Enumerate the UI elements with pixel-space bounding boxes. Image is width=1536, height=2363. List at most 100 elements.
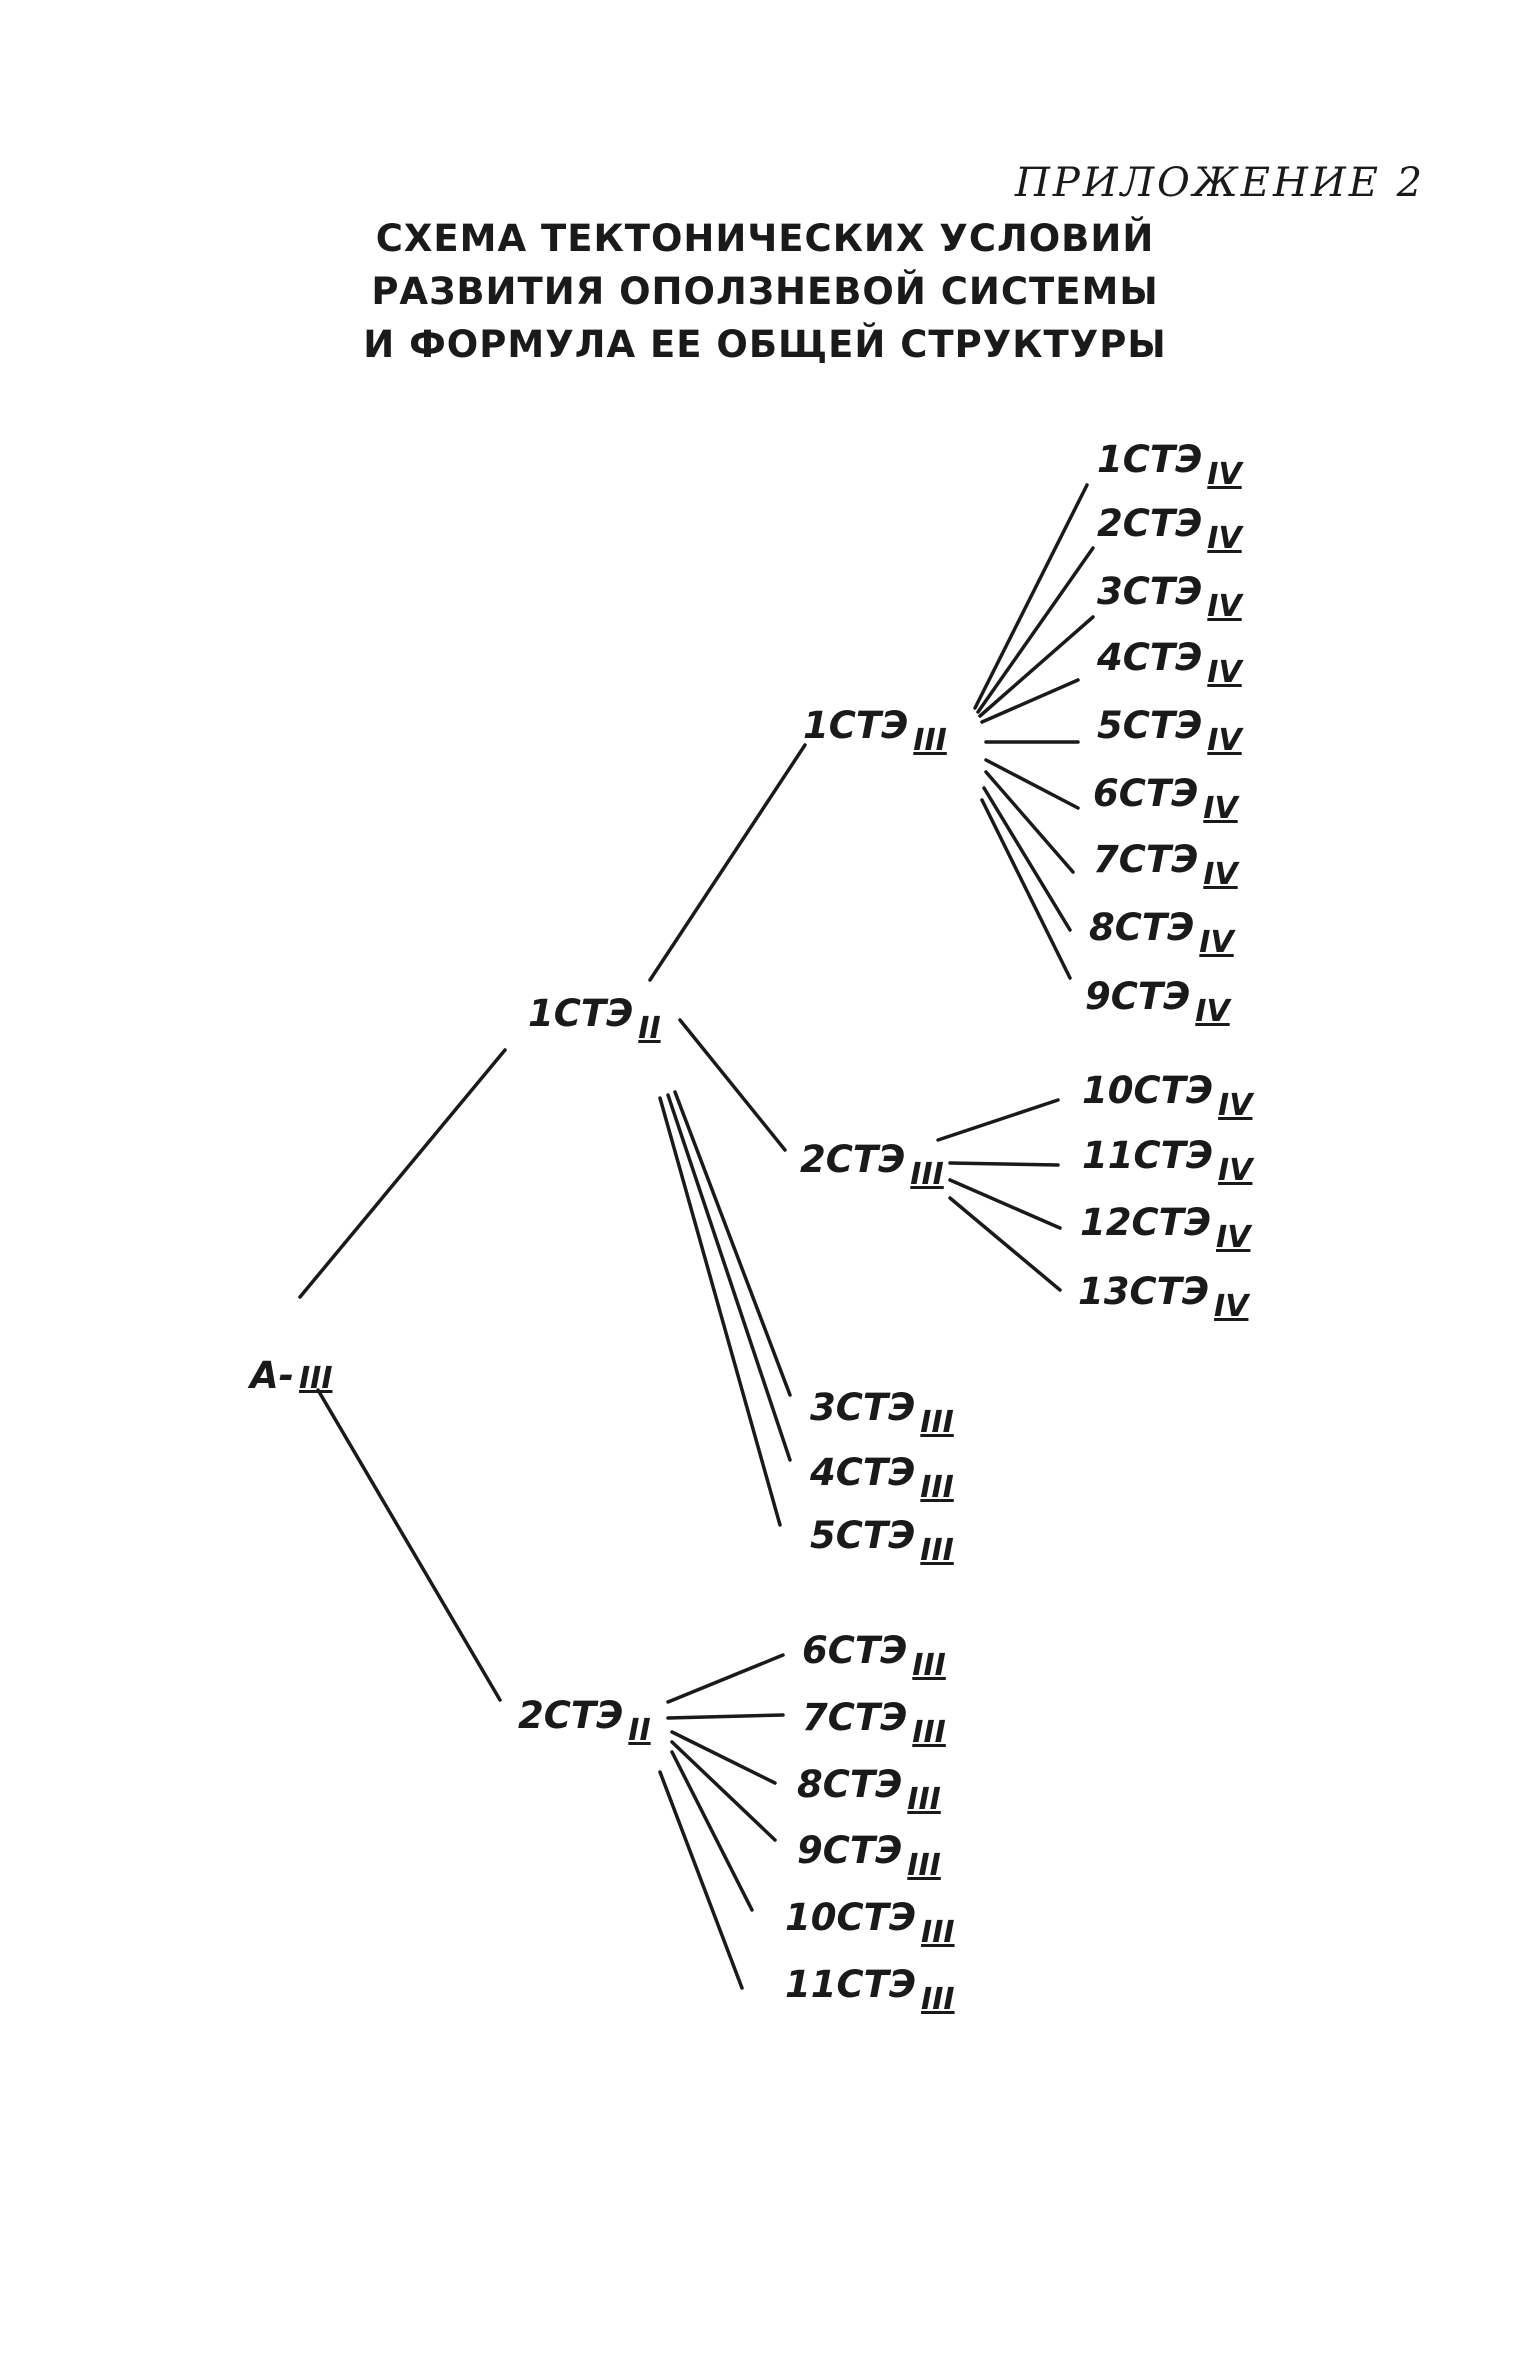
node-l2-1-subscript: II xyxy=(638,1011,660,1046)
title-line-2: РАЗВИТИЯ ОПОЛЗНЕВОЙ СИСТЕМЫ xyxy=(371,270,1159,313)
edge-root-l2-2 xyxy=(316,1388,502,1702)
node-l4-5-label: 5СТЭ xyxy=(1097,704,1202,747)
node-l4-4-subscript: IV xyxy=(1207,655,1244,690)
edge-l3-1-l4-1 xyxy=(973,483,1089,710)
edge-l2-1-l3-1 xyxy=(648,743,807,982)
edge-l3-1-l4-7 xyxy=(984,770,1075,874)
edge-l2-2-l3-9 xyxy=(670,1740,777,1842)
node-l4-4-label: 4СТЭ xyxy=(1096,636,1202,679)
node-l4-10-label: 10СТЭ xyxy=(1082,1069,1213,1112)
node-l2-2-subscript: II xyxy=(628,1713,650,1748)
node-l4-2-subscript: IV xyxy=(1207,521,1244,556)
edge-l3-2-l4-10 xyxy=(936,1098,1060,1142)
edge-l2-2-l3-8 xyxy=(670,1730,777,1785)
edge-l3-1-l4-3 xyxy=(978,615,1095,718)
node-l4-13-subscript: IV xyxy=(1214,1289,1251,1324)
edge-l3-2-l4-11 xyxy=(948,1161,1060,1167)
node-l4-13-label: 13СТЭ xyxy=(1078,1270,1209,1313)
node-l4-12-label: 12СТЭ xyxy=(1080,1201,1211,1244)
node-l4-1-label: 1СТЭ xyxy=(1097,438,1202,481)
edge-l2-2-l3-11 xyxy=(658,1770,744,1990)
node-root: А-III xyxy=(247,1354,333,1397)
node-l3-6-subscript: III xyxy=(912,1648,946,1683)
node-l3-3-label: 3СТЭ xyxy=(810,1386,915,1429)
edge-l2-2-l3-7 xyxy=(666,1713,785,1720)
node-l3-5-subscript: III xyxy=(920,1533,954,1568)
edge-l3-1-l4-4 xyxy=(980,678,1080,724)
title-line-3: И ФОРМУЛА ЕЕ ОБЩЕЙ СТРУКТУРЫ xyxy=(363,323,1167,366)
node-l3-4-subscript: III xyxy=(920,1470,954,1505)
node-l3-9-subscript: III xyxy=(907,1848,941,1883)
edge-l2-1-l3-3 xyxy=(673,1090,792,1397)
node-root-subscript: III xyxy=(299,1361,333,1396)
node-l3-7-label: 7СТЭ xyxy=(802,1696,907,1739)
node-l3-3-subscript: III xyxy=(920,1405,954,1440)
node-l3-8-label: 8СТЭ xyxy=(797,1763,902,1806)
edge-l2-1-l3-2 xyxy=(678,1018,787,1152)
edge-l2-2-l3-6 xyxy=(666,1653,785,1704)
node-l4-12-subscript: IV xyxy=(1216,1220,1253,1255)
node-l3-9-label: 9СТЭ xyxy=(797,1829,902,1872)
node-l4-3-subscript: IV xyxy=(1207,589,1244,624)
node-l4-5-subscript: IV xyxy=(1207,723,1244,758)
edge-l3-1-l4-2 xyxy=(976,546,1095,714)
node-l4-9-subscript: IV xyxy=(1195,994,1232,1029)
node-root-label: А- xyxy=(247,1354,294,1397)
node-l3-6-label: 6СТЭ xyxy=(802,1629,907,1672)
node-l3-10-label: 10СТЭ xyxy=(785,1896,916,1939)
node-l3-7-subscript: III xyxy=(912,1715,946,1750)
edge-l3-1-l4-6 xyxy=(984,758,1080,810)
tree-edges xyxy=(298,483,1095,1990)
node-l3-1-label: 1СТЭ xyxy=(803,704,908,747)
edge-l3-2-l4-12 xyxy=(948,1178,1062,1230)
node-l3-2-label: 2СТЭ xyxy=(800,1138,905,1181)
node-l2-2-label: 2СТЭ xyxy=(518,1694,623,1737)
edge-l2-1-l3-5 xyxy=(658,1096,782,1527)
node-l4-1-subscript: IV xyxy=(1207,457,1244,492)
node-l3-8-subscript: III xyxy=(907,1782,941,1817)
node-l4-7-label: 7СТЭ xyxy=(1093,838,1198,881)
node-l2-1-label: 1СТЭ xyxy=(528,992,633,1035)
node-l3-11-label: 11СТЭ xyxy=(785,1963,916,2006)
edge-root-l2-1 xyxy=(298,1048,507,1299)
edge-l3-1-l4-9 xyxy=(980,798,1072,980)
node-l4-6-label: 6СТЭ xyxy=(1093,772,1198,815)
node-l3-5-label: 5СТЭ xyxy=(810,1514,915,1557)
node-l4-9-label: 9СТЭ xyxy=(1085,975,1190,1018)
node-l4-11-label: 11СТЭ xyxy=(1082,1134,1213,1177)
node-l3-11-subscript: III xyxy=(921,1982,955,2017)
node-l4-6-subscript: IV xyxy=(1203,791,1240,826)
node-l3-1-subscript: III xyxy=(913,723,947,758)
diagram-title: СХЕМА ТЕКТОНИЧЕСКИХ УСЛОВИЙ РАЗВИТИЯ ОПО… xyxy=(300,212,1230,371)
node-l3-10-subscript: III xyxy=(921,1915,955,1950)
node-l4-2-label: 2СТЭ xyxy=(1097,502,1202,545)
node-l4-10-subscript: IV xyxy=(1218,1088,1255,1123)
appendix-label: ПРИЛОЖЕНИЕ 2 xyxy=(1015,160,1426,206)
node-l3-4-label: 4СТЭ xyxy=(809,1451,915,1494)
